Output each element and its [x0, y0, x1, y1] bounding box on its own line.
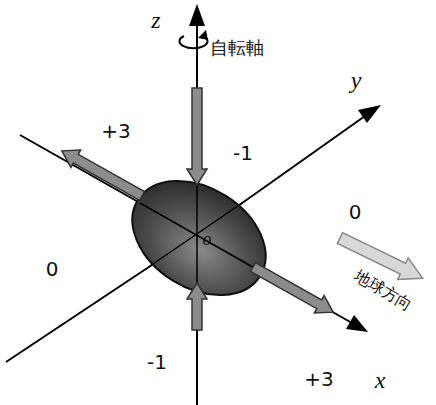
force-arrows — [57, 88, 338, 330]
value-label: -1 — [147, 352, 167, 372]
origin-label: o — [203, 230, 212, 248]
value-label: +3 — [304, 369, 333, 389]
rotation-arrowhead — [198, 30, 208, 40]
x-axis — [20, 135, 352, 323]
z-axis — [196, 24, 198, 405]
z-axis-inner — [196, 180, 198, 295]
force-arrow — [187, 283, 207, 330]
axis-name: z — [151, 8, 160, 32]
force-arrow — [248, 258, 338, 321]
value-label: +3 — [101, 121, 130, 141]
z-arrowhead — [189, 4, 205, 26]
axis-name: x — [375, 368, 386, 392]
y-arrowhead — [358, 105, 381, 123]
axis-caption: 自転軸 — [210, 39, 264, 57]
force-arrow — [57, 142, 147, 205]
value-label: -1 — [233, 143, 253, 163]
x-arrowhead — [346, 315, 368, 332]
force-arrow — [187, 88, 207, 185]
value-label: 0 — [46, 259, 59, 279]
value-label: 0 — [349, 202, 362, 222]
axis-name: y — [351, 68, 362, 92]
y-axis-inner — [150, 201, 245, 266]
